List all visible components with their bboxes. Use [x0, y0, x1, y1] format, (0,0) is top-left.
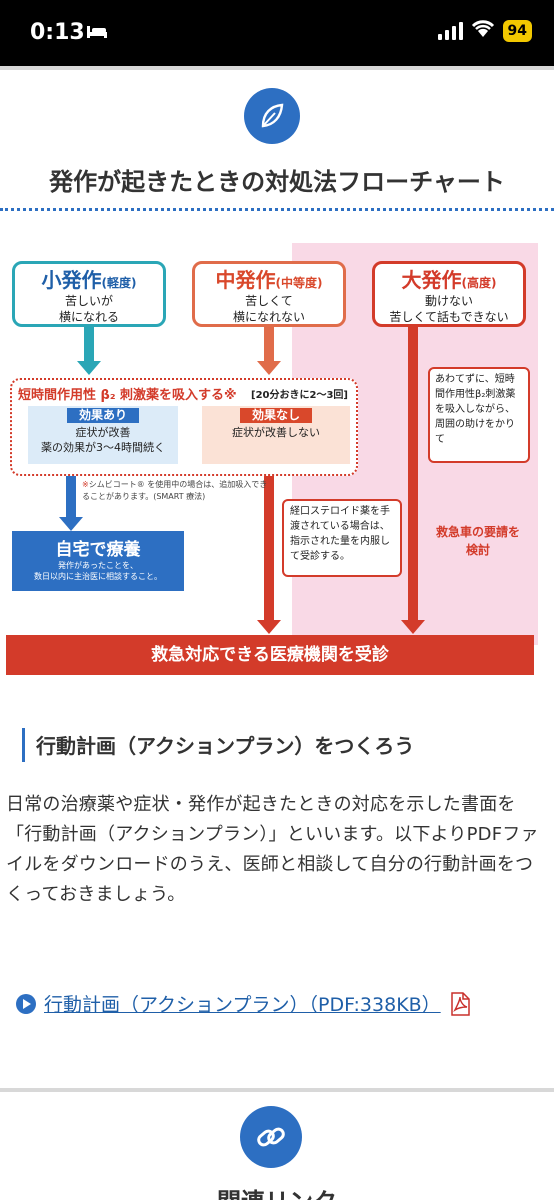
arrow-stem-small: [84, 327, 94, 363]
severity-large-box: 大発作(高度) 動けない 苦しくて話もできない: [372, 261, 526, 327]
wifi-icon: [471, 20, 495, 42]
emergency-visit-bar: 救急対応できる医療機関を受診: [6, 635, 534, 675]
inhale-title: 短時間作用性 β₂ 刺激薬を吸入する※: [18, 388, 237, 403]
divider: [0, 66, 554, 70]
status-bar: 0:13 94: [0, 0, 554, 66]
pdf-file-icon: [449, 991, 471, 1016]
smart-therapy-note: ※シムビコート® を使用中の場合は、追加吸入できることがあります。(SMART …: [82, 480, 268, 501]
arrow-stem-er-mid: [264, 476, 274, 622]
severity-mid-box: 中発作(中等度) 苦しくて 横になれない: [192, 261, 346, 327]
section-accent-bar: [22, 728, 25, 762]
page-title: 発作が起きたときの対処法フローチャート: [49, 168, 505, 196]
section-body-text: 日常の治療薬や症状・発作が起きたときの対応を示した書面を「行動計画（アクションプ…: [6, 794, 539, 905]
severity-small-box: 小発作(軽度) 苦しいが 横になれる: [12, 261, 166, 327]
arrow-head-er-large: [401, 620, 425, 634]
pdf-link-text[interactable]: 行動計画（アクションプラン）（PDF:338KB）: [44, 994, 441, 1016]
divider: [0, 1088, 554, 1092]
chain-link-icon: [240, 1106, 302, 1168]
status-time: 0:13: [30, 20, 85, 45]
section-title-action-plan: 行動計画（アクションプラン）をつくろう: [36, 734, 415, 758]
ambulance-note: 救急車の要請を 検討: [435, 525, 520, 557]
section-title-related-links: 関連リンク: [0, 1182, 554, 1200]
sleep-mode-icon: [86, 24, 108, 44]
dotted-divider: [0, 208, 554, 211]
arrow-head-home: [59, 517, 83, 531]
leaf-icon: [244, 88, 300, 144]
arrow-head-mid: [257, 361, 281, 375]
asthma-flowchart: 小発作(軽度) 苦しいが 横になれる 中発作(中等度) 苦しくて 横になれない …: [0, 235, 554, 685]
play-circle-icon: [16, 993, 36, 1014]
effect-yes-box: 効果あり 症状が改善 薬の効果が3〜4時間続く: [28, 406, 178, 464]
arrow-stem-mid: [264, 327, 274, 363]
action-plan-pdf-link[interactable]: 行動計画（アクションプラン）（PDF:338KB）: [16, 990, 471, 1017]
arrow-head-small: [77, 361, 101, 375]
cellular-signal-icon: [437, 22, 463, 40]
inhale-interval: [20分おきに2〜3回]: [251, 390, 348, 401]
inhale-step-box: 短時間作用性 β₂ 刺激薬を吸入する※ [20分おきに2〜3回] 効果あり 症状…: [10, 378, 358, 476]
arrow-head-er-mid: [257, 620, 281, 634]
effect-no-box: 効果なし 症状が改善しない: [202, 406, 350, 464]
battery-icon: 94: [502, 20, 532, 42]
oral-steroid-note: 経口ステロイド薬を手渡されている場合は、指示された量を内服して受診する。: [282, 499, 402, 577]
arrow-stem-er-large: [408, 327, 418, 623]
calm-down-note: あわてずに、短時間作用性β₂刺激薬を吸入しながら、周囲の助けをかりて: [428, 367, 530, 463]
home-care-box: 自宅で療養 発作があったことを、 数日以内に主治医に相談すること。: [12, 531, 184, 591]
arrow-stem-home: [66, 476, 76, 520]
